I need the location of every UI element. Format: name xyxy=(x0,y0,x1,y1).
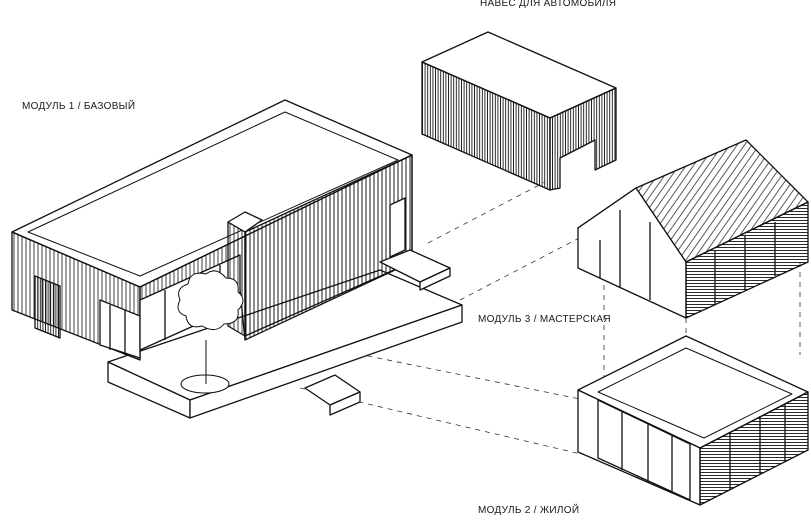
tree-icon xyxy=(177,270,244,394)
label-module2: МОДУЛЬ 2 / ЖИЛОЙ xyxy=(478,505,580,516)
module2-living xyxy=(577,335,809,506)
module3-workshop xyxy=(577,139,809,319)
connection-lines xyxy=(239,181,801,456)
module1-house xyxy=(11,99,463,419)
carport-module xyxy=(421,31,617,191)
label-module1: МОДУЛЬ 1 / БАЗОВЫЙ xyxy=(22,101,136,112)
label-carport: НАВЕС ДЛЯ АВТОМОБИЛЯ xyxy=(480,0,617,9)
label-module3: МОДУЛЬ 3 / МАСТЕРСКАЯ xyxy=(478,314,611,325)
